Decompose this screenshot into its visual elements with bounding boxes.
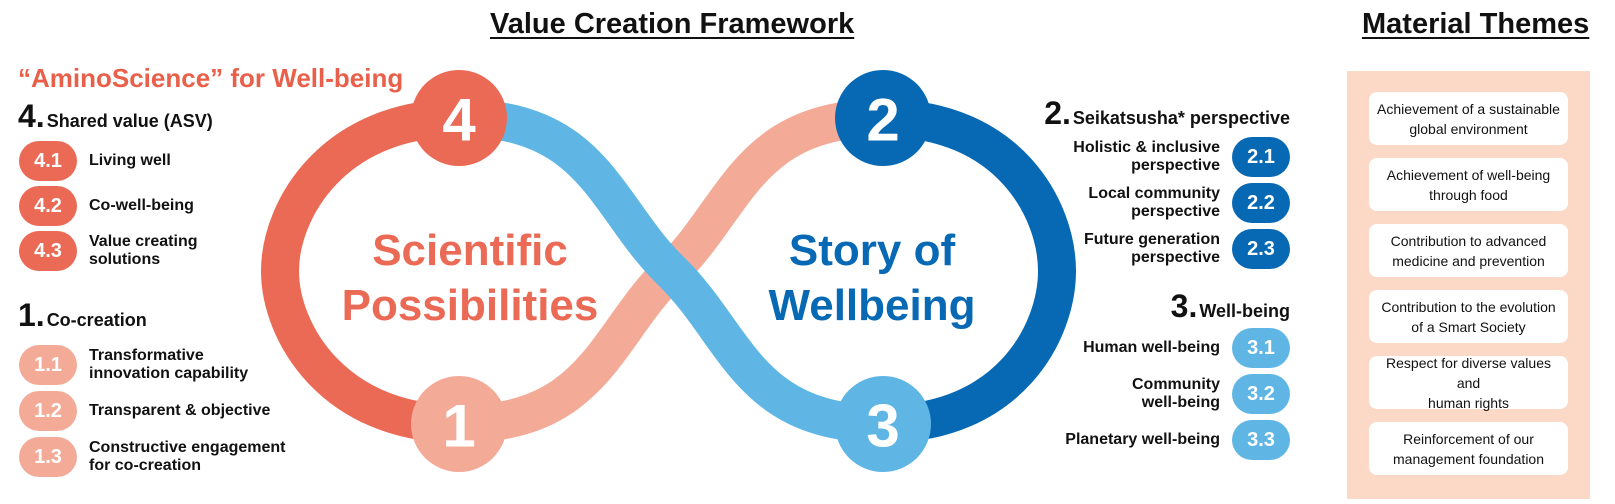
- node-4-circle: [411, 70, 507, 166]
- infinity-diagram: 4 1 2 3 Scientific Possibilities Story o…: [260, 70, 1077, 472]
- framework-title: Value Creation Framework: [490, 8, 855, 40]
- material-theme-card: Achievement of a sustainable global envi…: [1369, 92, 1568, 145]
- item-1-3-label: Constructive engagement for co-creation: [89, 439, 286, 474]
- section-2-label: Seikatsusha* perspective: [1072, 108, 1290, 128]
- pill-2-2: 2.2: [1232, 183, 1290, 223]
- section-2-number: 2.: [1044, 95, 1071, 131]
- material-theme-card: Respect for diverse values and human rig…: [1369, 355, 1568, 411]
- node-1-label: 1: [442, 393, 475, 460]
- section-3-heading: 3. Well-being: [1171, 288, 1290, 325]
- pill-4-1: 4.1: [19, 141, 77, 181]
- material-theme-card: Achievement of well-being through food: [1369, 158, 1568, 211]
- item-2-1-label: Holistic & inclusive perspective: [1073, 139, 1220, 174]
- item-4-1: 4.1 Living well: [19, 141, 171, 181]
- pill-2-1: 2.1: [1232, 137, 1290, 177]
- scientific-label: Scientific: [372, 226, 568, 275]
- item-2-3-label: Future generation perspective: [1083, 231, 1220, 266]
- item-3-1: 3.1 Human well-being: [1083, 328, 1290, 368]
- item-4-3-label: Value creating solutions: [89, 233, 198, 268]
- item-2-1: 2.1 Holistic & inclusive perspective: [1073, 137, 1290, 177]
- item-2-2-label: Local community perspective: [1088, 185, 1220, 220]
- left-loop-red-arc: [260, 99, 460, 443]
- section-1-label: Co-creation: [46, 310, 147, 330]
- pill-1-3: 1.3: [19, 437, 77, 477]
- item-3-2-label: Community well-being: [1132, 376, 1220, 411]
- item-1-2: 1.2 Transparent & objective: [19, 391, 270, 431]
- section-3-number: 3.: [1170, 288, 1198, 324]
- pill-2-3: 2.3: [1232, 229, 1290, 269]
- section-1-heading: 1. Co-creation: [18, 297, 147, 334]
- pill-3-3: 3.3: [1232, 420, 1290, 460]
- item-1-1-label: Transformative innovation capability: [89, 347, 249, 382]
- pill-3-1: 3.1: [1232, 328, 1290, 368]
- section-4-label: Shared value (ASV): [46, 111, 213, 131]
- node-2-label: 2: [866, 87, 899, 154]
- section-1-number: 1.: [18, 297, 45, 333]
- wellbeing-label: Wellbeing: [769, 281, 976, 330]
- material-theme-card: Reinforcement of our management foundati…: [1369, 422, 1568, 475]
- item-3-2: 3.2 Community well-being: [1132, 374, 1290, 414]
- material-theme-card: Contribution to the evolution of a Smart…: [1369, 290, 1568, 343]
- possibilities-label: Possibilities: [342, 281, 599, 330]
- pill-4-2: 4.2: [19, 186, 77, 226]
- section-2-heading: 2. Seikatsusha* perspective: [1044, 95, 1290, 132]
- node-4-label: 4: [442, 87, 476, 154]
- material-themes-panel: Achievement of a sustainable global envi…: [1347, 71, 1590, 499]
- node-2-circle: [835, 70, 931, 166]
- material-themes-title: Material Themes: [1362, 8, 1590, 40]
- aminoscience-subheading: “AminoScience” for Well-being: [18, 63, 404, 93]
- material-theme-card: Contribution to advanced medicine and pr…: [1369, 224, 1568, 277]
- item-4-2-label: Co-well-being: [89, 197, 194, 214]
- node-3-label: 3: [866, 393, 899, 460]
- item-1-1: 1.1 Transformative innovation capability: [19, 345, 248, 385]
- sky-crossing-strand: [458, 99, 884, 443]
- item-3-3-label: Planetary well-being: [1065, 431, 1220, 448]
- section-4-number: 4.: [18, 98, 45, 134]
- item-2-3: 2.3 Future generation perspective: [1084, 229, 1290, 269]
- item-1-3: 1.3 Constructive engagement for co-creat…: [19, 437, 285, 477]
- item-4-1-label: Living well: [89, 152, 171, 169]
- item-4-2: 4.2 Co-well-being: [19, 186, 194, 226]
- item-2-2: 2.2 Local community perspective: [1088, 183, 1290, 223]
- right-loop-navy-arc: [882, 99, 1077, 443]
- item-3-3: 3.3 Planetary well-being: [1065, 420, 1290, 460]
- item-4-3: 4.3 Value creating solutions: [19, 231, 198, 271]
- section-3-label: Well-being: [1199, 301, 1290, 321]
- node-1-circle: [411, 376, 507, 472]
- item-1-2-label: Transparent & objective: [89, 402, 271, 419]
- item-3-1-label: Human well-being: [1083, 339, 1220, 356]
- node-3-circle: [835, 376, 931, 472]
- pill-1-1: 1.1: [19, 345, 77, 385]
- story-of-label: Story of: [789, 226, 956, 275]
- pill-3-2: 3.2: [1232, 374, 1290, 414]
- pill-1-2: 1.2: [19, 391, 77, 431]
- section-4-heading: 4. Shared value (ASV): [18, 98, 213, 135]
- pill-4-3: 4.3: [19, 231, 77, 271]
